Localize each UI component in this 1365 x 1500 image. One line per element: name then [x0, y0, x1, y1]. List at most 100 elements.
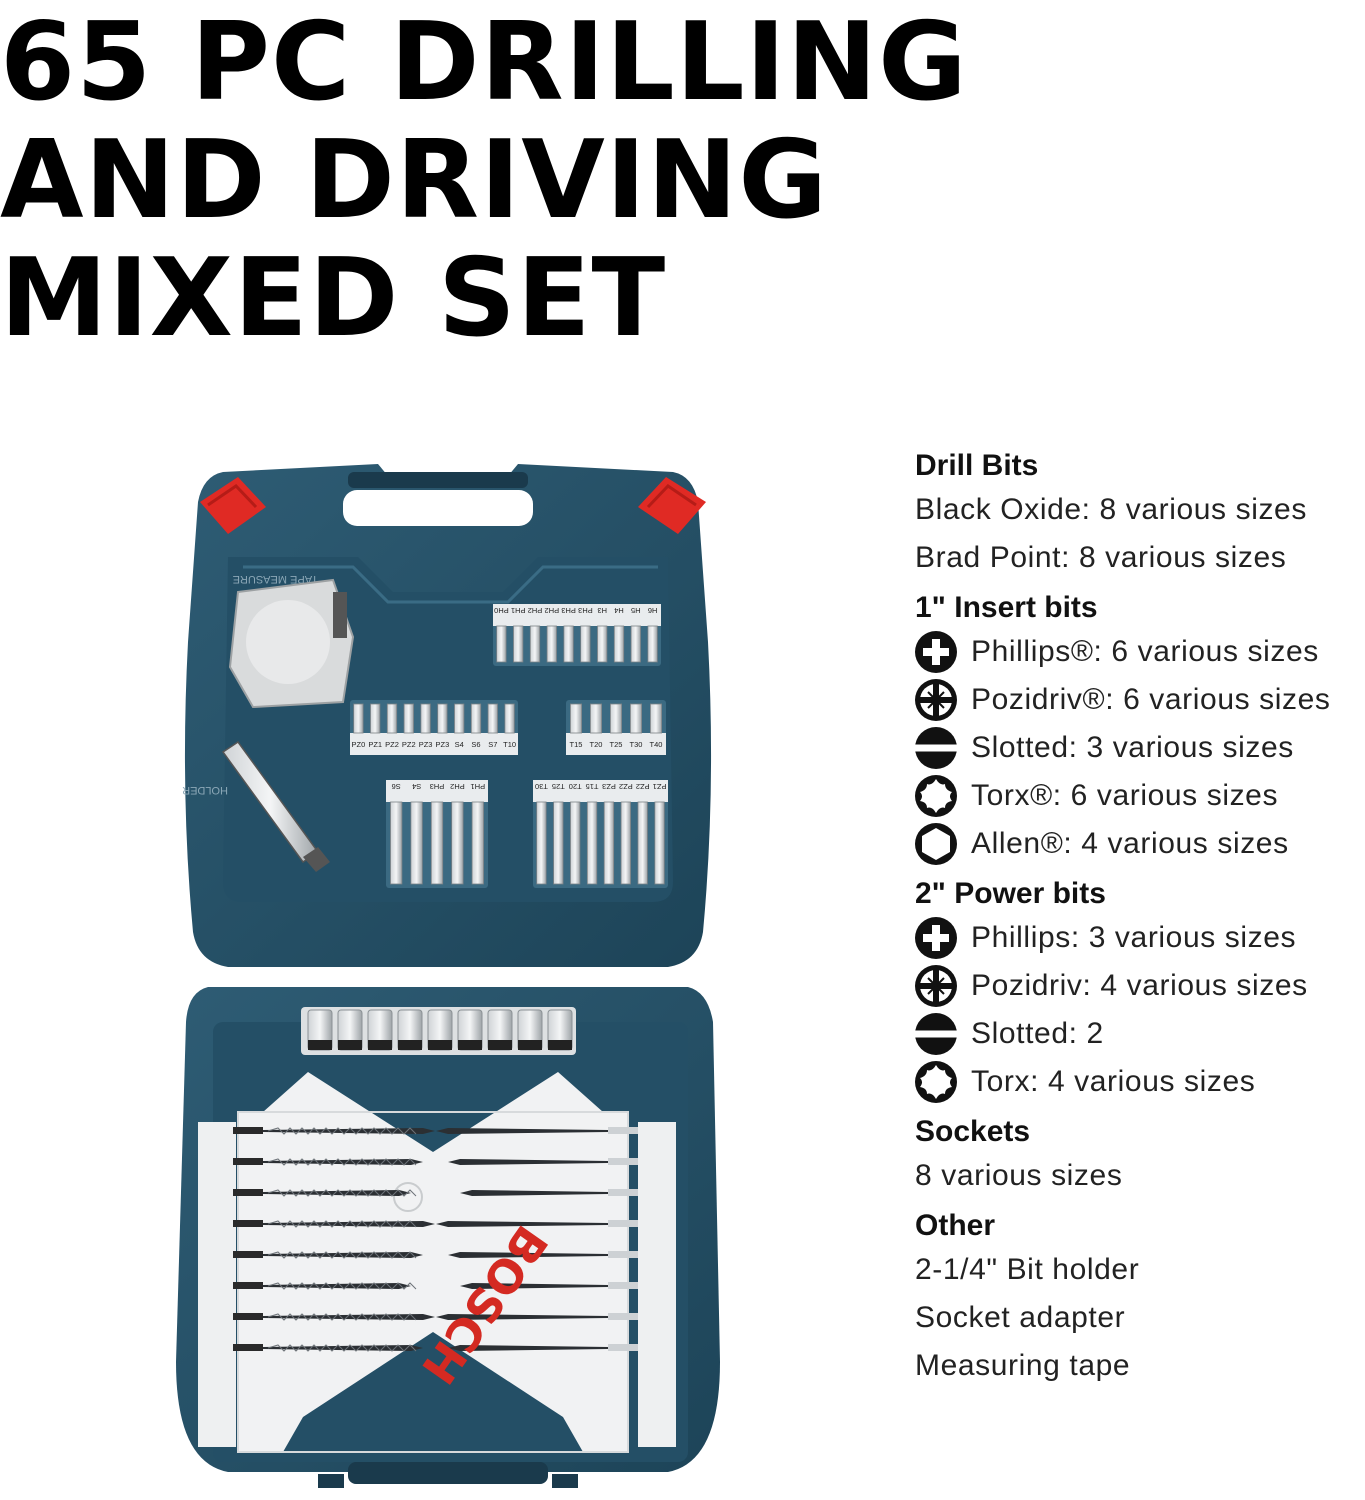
insert-bit [637, 801, 648, 885]
spec-item-text: Pozidriv®: 6 various sizes [971, 683, 1331, 716]
spec-item-text: Measuring tape [915, 1349, 1131, 1382]
bit-size-label: T10 [503, 740, 516, 749]
spec-item: Phillips®: 6 various sizes [915, 628, 1355, 676]
spec-item-text: 8 various sizes [915, 1159, 1123, 1192]
spec-item-text: Pozidriv: 4 various sizes [971, 969, 1308, 1002]
spec-item-text: Torx®: 6 various sizes [971, 779, 1279, 812]
spec-item: Slotted: 2 [915, 1010, 1355, 1058]
insert-bit [570, 801, 581, 885]
insert-bit [620, 801, 631, 885]
insert-bit [563, 625, 574, 663]
holder-label: HOLDER [182, 784, 228, 796]
drill-bit-right [436, 1128, 608, 1134]
latch-right[interactable] [638, 477, 706, 534]
bit-size-label: H4 [614, 606, 624, 615]
spec-item: Allen®: 4 various sizes [915, 820, 1355, 868]
bit-size-label: T25 [552, 782, 565, 791]
drill-bit-shank [233, 1127, 263, 1134]
spec-section-title: Drill Bits [915, 449, 1039, 482]
latch-left[interactable] [200, 477, 266, 534]
title-line-2: AND DRIVING [0, 118, 829, 243]
insert-bit [353, 703, 364, 734]
bit-size-label: PH3 [430, 782, 445, 791]
spec-item: Black Oxide: 8 various sizes [915, 486, 1355, 534]
bit-holder: HOLDER [182, 740, 330, 872]
spec-section-title: Sockets [915, 1115, 1031, 1148]
bit-size-label: T15 [586, 782, 599, 791]
spec-item: Pozidriv: 4 various sizes [915, 962, 1355, 1010]
bit-size-label: PH3 [578, 606, 593, 615]
spec-item: Measuring tape [915, 1342, 1355, 1390]
spec-item: Socket adapter [915, 1294, 1355, 1342]
drill-bit-tray [198, 1072, 676, 1453]
drill-bit-shank [608, 1344, 638, 1351]
insert-bit [454, 703, 465, 734]
spec-item: Slotted: 3 various sizes [915, 724, 1355, 772]
bit-size-label: S6 [471, 740, 480, 749]
insert-bit [546, 625, 557, 663]
spec-item: Brad Point: 8 various sizes [915, 534, 1355, 582]
bit-size-label: T30 [535, 782, 548, 791]
drill-bit-shank [608, 1189, 638, 1196]
spec-item: 8 various sizes [915, 1152, 1355, 1200]
drill-bit-shank [608, 1251, 638, 1258]
insert-bit [654, 801, 665, 885]
bit-size-label: PZ3 [419, 740, 433, 749]
insert-bit [451, 801, 464, 885]
slotted-icon [913, 725, 959, 771]
insert-bit [529, 625, 541, 663]
bit-size-label: H3 [597, 606, 607, 615]
insert-bit [390, 801, 403, 885]
phillips-icon [913, 915, 959, 961]
drill-bit-shank [608, 1282, 638, 1289]
bit-size-label: PH1 [511, 606, 526, 615]
drill-bit-shank [233, 1313, 263, 1320]
drill-bit-shank [608, 1313, 638, 1320]
insert-bit [629, 703, 642, 734]
phillips-icon [913, 629, 959, 675]
drill-bit-shank [233, 1189, 263, 1196]
drill-bit-right [448, 1252, 608, 1258]
bit-size-label: PZ2 [402, 740, 416, 749]
bit-size-label: PZ2 [385, 740, 399, 749]
insert-bit [386, 703, 398, 734]
insert-bit [420, 703, 431, 734]
insert-bit [597, 625, 608, 663]
spec-item-text: Torx: 4 various sizes [971, 1065, 1256, 1098]
torx-icon [913, 773, 959, 819]
spec-item-text: Allen®: 4 various sizes [971, 827, 1289, 860]
insert-bit [630, 625, 641, 663]
spec-item: Torx: 4 various sizes [915, 1058, 1355, 1106]
bit-size-label: PH1 [471, 782, 486, 791]
insert-bit [403, 703, 414, 734]
drill-bit-right [436, 1221, 608, 1227]
bit-size-label: S4 [412, 782, 421, 791]
drill-bit-right [448, 1159, 608, 1165]
insert-bit [580, 625, 591, 663]
drill-bit-shank [233, 1251, 263, 1258]
spec-item-text: Slotted: 2 [971, 1017, 1104, 1050]
insert-bit [410, 801, 423, 885]
insert-bit [471, 801, 484, 885]
bit-size-label: T30 [630, 740, 643, 749]
drill-bit-shank [233, 1158, 263, 1165]
bit-size-label: T40 [650, 740, 663, 749]
bit-size-label: PZ2 [636, 782, 650, 791]
drill-bit-shank [233, 1220, 263, 1227]
allen-icon [913, 821, 959, 867]
insert-bit [536, 801, 547, 885]
spec-item-text: 2-1/4" Bit holder [915, 1253, 1140, 1286]
insert-bit [589, 703, 602, 734]
drill-bit-shank [608, 1127, 638, 1134]
drill-bit-right [460, 1283, 608, 1289]
bit-size-label: H6 [648, 606, 658, 615]
spec-item-text: Phillips®: 6 various sizes [971, 635, 1319, 668]
torx-icon [913, 1059, 959, 1105]
pozidriv-icon [913, 677, 959, 723]
bit-size-label: PZ1 [368, 740, 382, 749]
insert-bit [649, 703, 662, 734]
drill-bit-shank [608, 1158, 638, 1165]
